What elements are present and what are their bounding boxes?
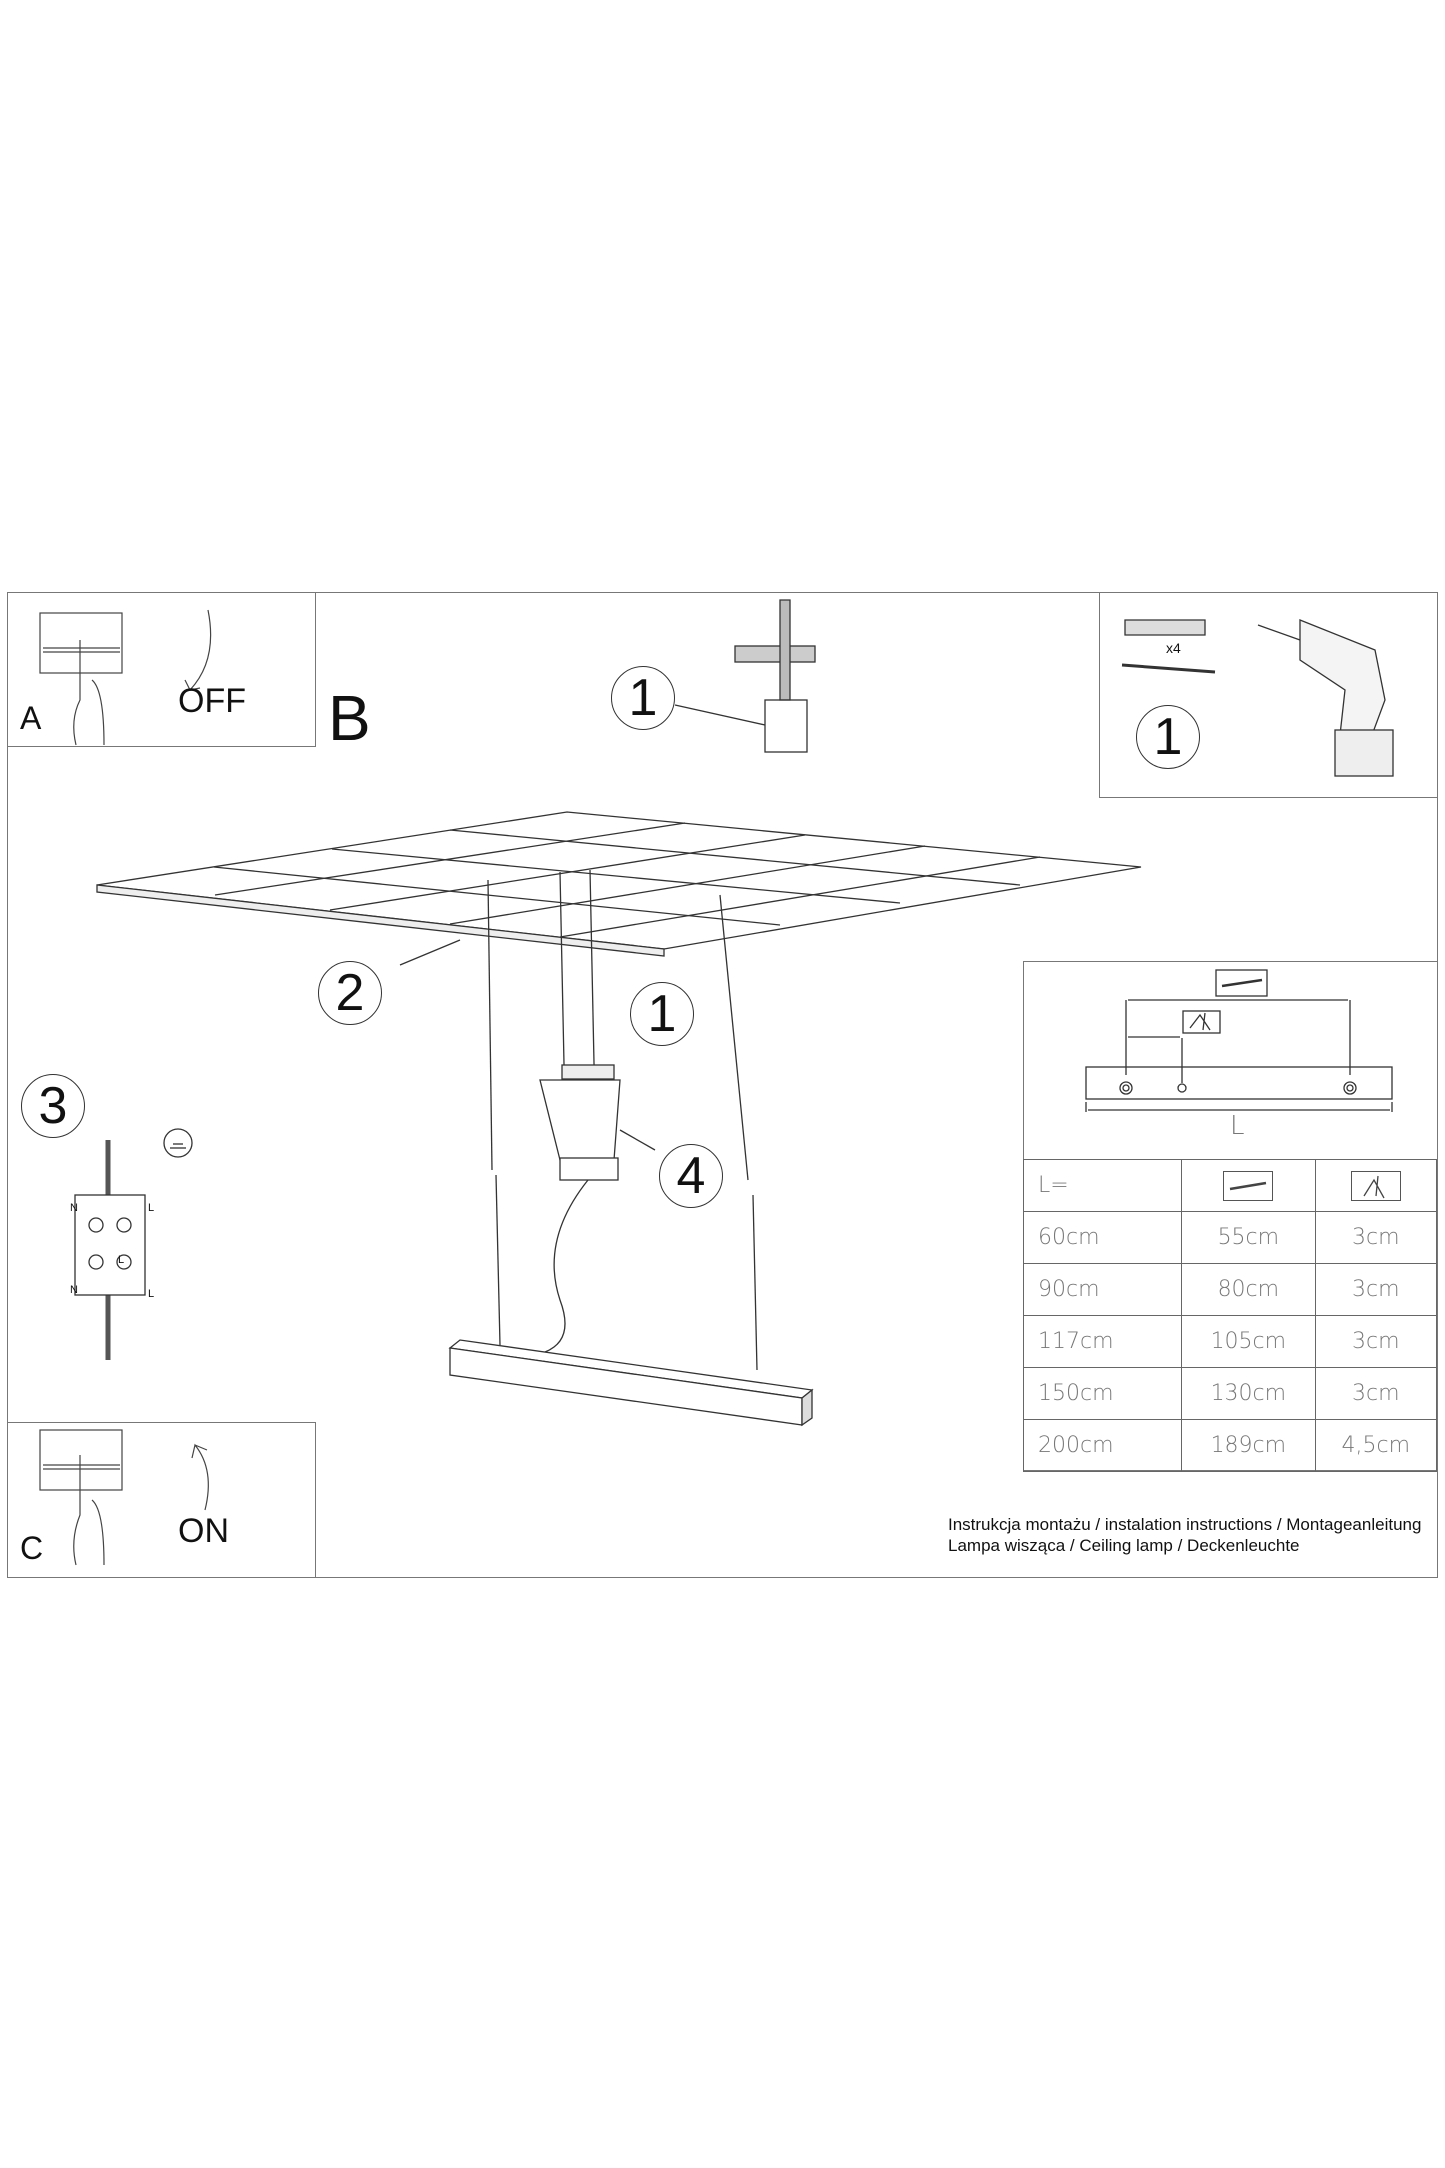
cell-screw-spacing: 55cm: [1181, 1211, 1316, 1264]
footer: Instrukcja montażu / instalation instruc…: [948, 1514, 1421, 1556]
terminal-block-icon: [74, 1194, 146, 1296]
cell-length: 117cm: [1022, 1315, 1183, 1368]
callout-screws: 1: [630, 982, 694, 1046]
panel-a: [7, 592, 316, 747]
screw-spacing-icon: [1215, 969, 1268, 997]
wire-label-n-top: N: [70, 1202, 78, 1214]
callout-wiring: 3: [21, 1074, 85, 1138]
cell-hook-offset: 3cm: [1314, 1315, 1438, 1368]
cell-length: 60cm: [1022, 1211, 1183, 1264]
footer-line-2: Lampa wisząca / Ceiling lamp / Deckenleu…: [948, 1536, 1300, 1555]
ceiling-section-icon: [734, 645, 816, 663]
cell-length: 200cm: [1022, 1419, 1183, 1472]
cell-hook-offset: 3cm: [1314, 1367, 1438, 1420]
hook-icon: [1350, 1170, 1401, 1201]
cell-hook-offset: 4,5cm: [1314, 1419, 1438, 1472]
panel-c: [7, 1422, 316, 1578]
wire-label-n-bottom: N: [70, 1284, 78, 1296]
header-length: L=: [1022, 1159, 1183, 1212]
drill-icon: [1299, 619, 1386, 736]
footer-line-1: Instrukcja montażu / instalation instruc…: [948, 1515, 1422, 1534]
cell-screw-spacing: 80cm: [1181, 1263, 1316, 1316]
anchor-icon: [779, 599, 791, 701]
quantity-label: x4: [1166, 640, 1181, 656]
cell-length: 90cm: [1022, 1263, 1183, 1316]
ground-icon: [163, 1128, 193, 1158]
screw-icon: [1121, 663, 1216, 674]
screw-icon: [1223, 1170, 1274, 1201]
callout-drill-kit: 1: [1136, 705, 1200, 769]
cell-screw-spacing: 189cm: [1181, 1419, 1316, 1472]
panel-a-letter: A: [20, 700, 42, 736]
canopy-icon: [559, 1157, 619, 1181]
hook-offset-icon: [1182, 1010, 1221, 1034]
lamp-top-view: [1085, 1066, 1393, 1100]
callout-canopy: 4: [659, 1144, 723, 1208]
cell-hook-offset: 3cm: [1314, 1263, 1438, 1316]
cell-screw-spacing: 105cm: [1181, 1315, 1316, 1368]
cell-length: 150cm: [1022, 1367, 1183, 1420]
cable-icon: [544, 1179, 589, 1353]
cell-screw-spacing: 130cm: [1181, 1367, 1316, 1420]
panel-b-letter: B: [328, 682, 371, 754]
panel-a-state: OFF: [178, 682, 246, 720]
wall-plug-icon: [1124, 619, 1206, 636]
drill-kit-panel: [1099, 592, 1438, 798]
callout-top-anchor: 1: [611, 666, 675, 730]
panel-c-state: ON: [178, 1512, 229, 1550]
wire-label-l-bottom: L: [148, 1288, 155, 1300]
callout-ceiling: 2: [318, 961, 382, 1025]
cell-hook-offset: 3cm: [1314, 1211, 1438, 1264]
wire-label-l-top: L: [148, 1202, 155, 1214]
length-label: L: [1230, 1111, 1245, 1141]
panel-c-letter: C: [20, 1530, 44, 1566]
canopy-section-icon: [764, 699, 808, 753]
table-header-row: L=: [1022, 1159, 1438, 1212]
wire-label-l-mid: L: [118, 1254, 125, 1266]
